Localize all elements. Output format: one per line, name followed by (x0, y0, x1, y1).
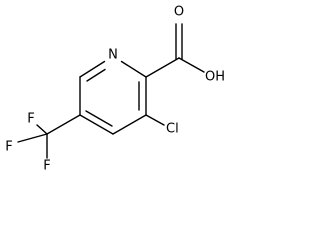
atom-label-hydroxyl: OH (205, 70, 225, 85)
bond-cf3-f-top (36, 124, 48, 135)
bond-c4-c5 (79, 114, 114, 135)
bond-cf3-f-left (17, 133, 48, 143)
atom-label-carbonyl-o: O (174, 5, 184, 20)
atom-label-f-bottom: F (43, 159, 50, 174)
bond-c6-n (79, 60, 106, 78)
bond-c4-c5-inner (85, 110, 113, 127)
bond-c5-cf3 (46, 114, 81, 135)
bond-c3-c4 (112, 114, 147, 135)
atom-label-f-left: F (5, 140, 12, 155)
bond-c2-carboxyl (145, 57, 180, 78)
atom-label-f-top: F (27, 112, 34, 127)
bond-c6-n-inner (86, 68, 106, 82)
bond-c3-cl (145, 114, 165, 126)
bond-c-oh (178, 57, 205, 73)
atom-label-n: N (108, 48, 118, 63)
bond-n-c2 (120, 60, 147, 78)
atom-label-cl: Cl (166, 122, 179, 137)
chemical-structure: N O OH Cl F F F (5, 5, 225, 174)
